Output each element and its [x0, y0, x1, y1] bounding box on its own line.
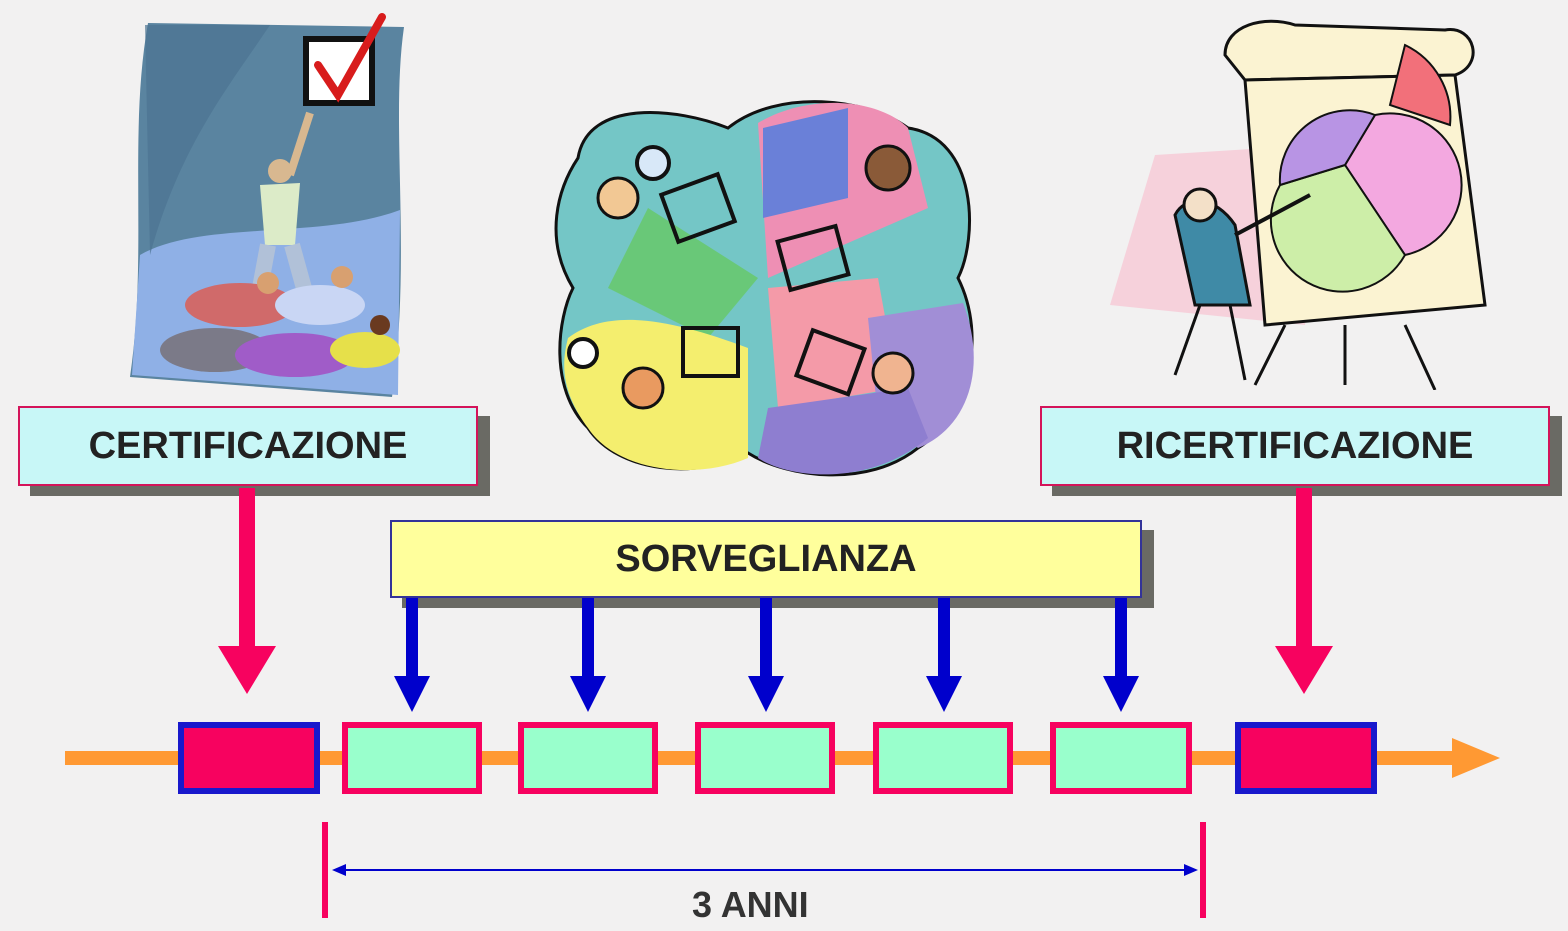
teamwork-pyramid-illustration: [130, 13, 404, 397]
surveillance-cell: [873, 722, 1013, 794]
surveillance-arrow: [926, 598, 962, 712]
surveillance-arrow: [1103, 598, 1139, 712]
office-collage-illustration: [554, 100, 974, 477]
surveillance-cell: [518, 722, 658, 794]
recertification-label: RICERTIFICAZIONE: [1040, 406, 1550, 486]
surveillance-arrow: [748, 598, 784, 712]
surveillance-arrow: [394, 598, 430, 712]
checkbox-icon: [303, 13, 386, 106]
period-label: 3 ANNI: [692, 884, 809, 925]
surveillance-cell: [695, 722, 835, 794]
certification-arrow: [218, 488, 276, 694]
recertification-arrow: [1275, 488, 1333, 694]
timeline-arrowhead: [1452, 738, 1500, 778]
presenter-chart-illustration: [1110, 19, 1487, 390]
surveillance-cell: [1050, 722, 1192, 794]
period-bracket: [322, 822, 1206, 918]
recertification-cell: [1235, 722, 1377, 794]
surveillance-label: SORVEGLIANZA: [390, 520, 1142, 598]
certification-cell: [178, 722, 320, 794]
surveillance-cell: [342, 722, 482, 794]
surveillance-arrow: [570, 598, 606, 712]
certification-label: CERTIFICAZIONE: [18, 406, 478, 486]
